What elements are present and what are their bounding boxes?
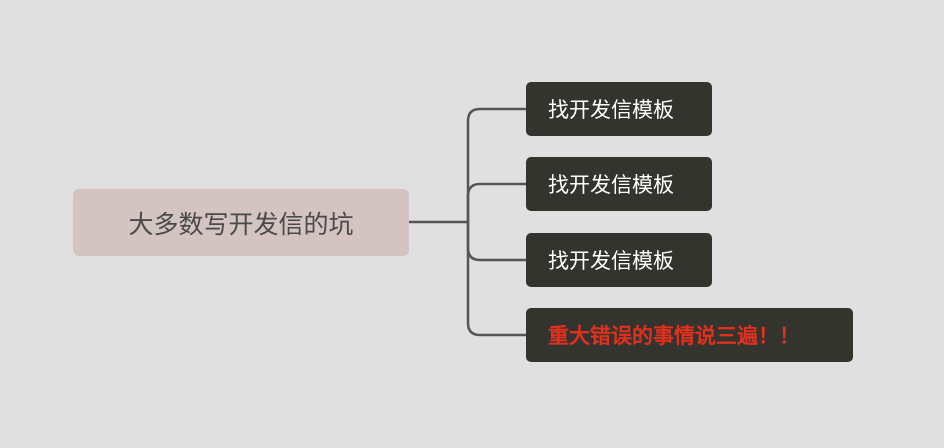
subtopic-node-3[interactable]: 找开发信模板 <box>526 233 712 287</box>
connector-to-child-4 <box>466 222 526 337</box>
subtopic-node-warning[interactable]: 重大错误的事情说三遍！！ <box>526 308 853 362</box>
subtopic-label-3: 找开发信模板 <box>548 249 674 273</box>
subtopic-node-2[interactable]: 找开发信模板 <box>526 157 712 211</box>
root-topic-node[interactable]: 大多数写开发信的坑 <box>73 189 409 256</box>
subtopic-label-2: 找开发信模板 <box>548 173 674 197</box>
connector-to-child-3 <box>466 222 526 262</box>
connector-to-child-1 <box>466 107 526 222</box>
subtopic-label-warning: 重大错误的事情说三遍！！ <box>548 324 800 348</box>
connector-to-child-2 <box>466 182 526 222</box>
root-topic-label: 大多数写开发信的坑 <box>128 209 354 239</box>
subtopic-label-1: 找开发信模板 <box>548 98 674 122</box>
subtopic-node-1[interactable]: 找开发信模板 <box>526 82 712 136</box>
